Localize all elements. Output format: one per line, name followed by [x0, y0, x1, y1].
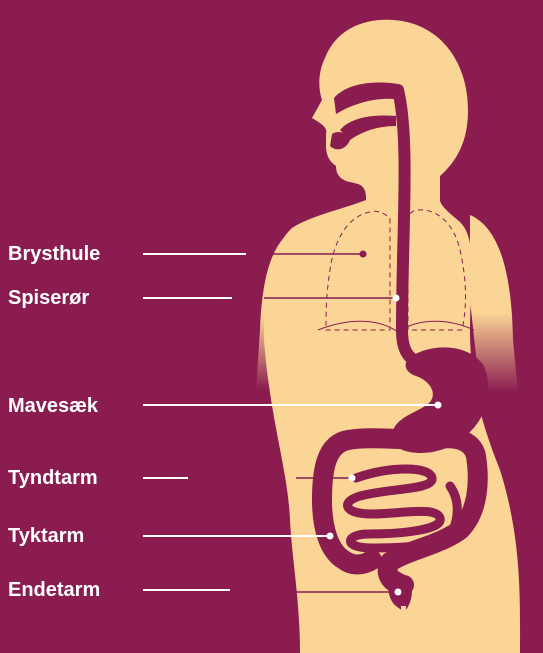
head [312, 20, 468, 206]
label-spiseror: Spiserør [8, 288, 89, 308]
endetarm-dot [395, 589, 402, 596]
label-tyktarm: Tyktarm [8, 526, 84, 546]
spiseror-dot [393, 295, 400, 302]
label-brysthule: Brysthule [8, 244, 100, 264]
anus [401, 606, 406, 616]
label-mavesaek: Mavesæk [8, 396, 98, 416]
tyktarm-dot [327, 533, 334, 540]
mavesaek-dot [435, 402, 442, 409]
brysthule-dot [360, 251, 367, 258]
label-tyndtarm: Tyndtarm [8, 468, 98, 488]
label-endetarm: Endetarm [8, 580, 100, 600]
tyndtarm-dot [349, 475, 356, 482]
